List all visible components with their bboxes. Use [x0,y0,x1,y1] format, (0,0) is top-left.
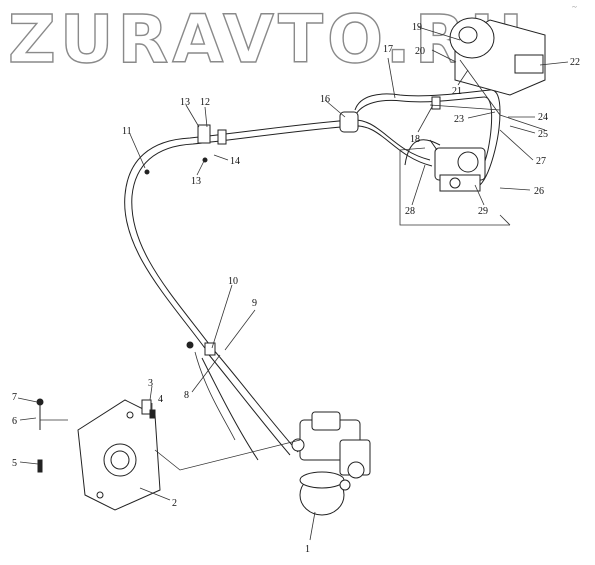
callout-29: 29 [478,206,488,217]
callout-28: 28 [405,206,415,217]
pump-assembly [291,411,371,516]
hose-lines [124,89,511,461]
callout-12: 12 [200,97,210,108]
callout-13b: 13 [191,176,201,187]
callout-27: 27 [536,156,546,167]
valve-unit [429,139,486,192]
callout-22: 22 [570,57,580,68]
callout-3: 3 [148,378,153,389]
callout-2: 2 [172,498,177,509]
watermark-logo: ZURAVTO.RU [7,1,528,78]
callout-9: 9 [252,298,257,309]
leader-lines [17,26,569,541]
callout-17: 17 [383,44,393,55]
callout-7: 7 [12,392,17,403]
reservoir-tank [429,17,546,131]
callout-26: 26 [534,186,544,197]
callout-14: 14 [230,156,240,167]
callout-16: 16 [320,94,330,105]
callout-11: 11 [122,126,132,137]
callout-25: 25 [538,129,548,140]
hose-clamps [144,96,441,356]
callout-21: 21 [452,86,462,97]
callout-8: 8 [184,390,189,401]
callout-4: 4 [158,394,163,405]
callout-18: 18 [410,134,420,145]
callout-23: 23 [454,114,464,125]
callout-5: 5 [12,458,17,469]
callout-10: 10 [228,276,238,287]
callout-1: 1 [305,544,310,555]
mounting-bracket [77,399,301,511]
callout-13a: 13 [180,97,190,108]
callout-6: 6 [12,416,17,427]
callout-numbers: 1 2 3 4 5 6 7 8 9 10 11 12 13 13 14 15 1… [12,2,580,555]
callout-19: 19 [412,22,422,33]
fasteners [36,398,156,473]
callout-24: 24 [538,112,548,123]
corner-mark: ~ [572,2,577,12]
callout-20: 20 [415,46,425,57]
